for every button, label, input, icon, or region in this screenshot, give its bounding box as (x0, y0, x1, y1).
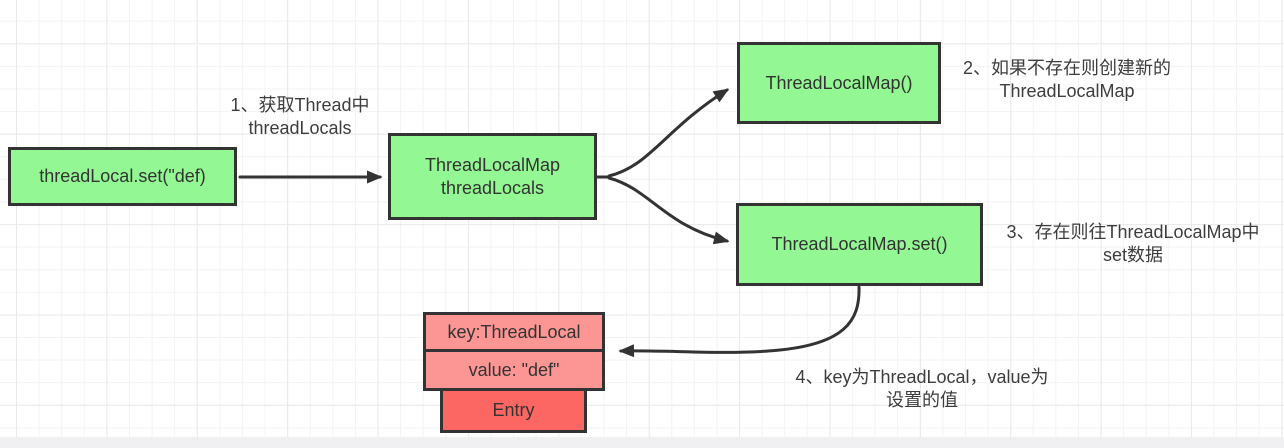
annotation-line1: 1、获取Thread中 (230, 95, 370, 115)
node-label-line1: ThreadLocalMap (424, 154, 561, 175)
node-entry-value: value: "def" (423, 349, 605, 391)
annotation-line2: set数据 (1102, 245, 1163, 265)
arrow-threadlocals-to-set (607, 176, 730, 245)
node-threadlocals: ThreadLocalMap threadLocals (388, 133, 597, 220)
annotation-line2: threadLocals (248, 118, 352, 138)
node-label: Entry (492, 400, 535, 420)
annotation-step4: 4、key为ThreadLocal，value为 设置的值 (772, 366, 1072, 412)
annotation-step3: 3、存在则往ThreadLocalMap中 set数据 (984, 221, 1282, 267)
annotation-step1: 1、获取Thread中 threadLocals (210, 94, 390, 140)
annotation-line1: 4、key为ThreadLocal，value为 (795, 367, 1049, 387)
bottom-strip (0, 437, 1284, 448)
node-label-line2: threadLocals (440, 177, 545, 198)
arrow-set-to-entry (618, 285, 861, 358)
node-label: ThreadLocalMap.set() (771, 234, 948, 254)
annotation-line1: 3、存在则往ThreadLocalMap中 (1006, 222, 1260, 242)
node-entry: Entry (440, 388, 587, 433)
node-threadlocalmap-constructor: ThreadLocalMap() (737, 42, 941, 124)
arrow-threadlocals-to-ctor (607, 88, 730, 178)
annotation-step2: 2、如果不存在则创建新的 ThreadLocalMap (938, 57, 1196, 103)
annotation-line1: 2、如果不存在则创建新的 (962, 58, 1171, 78)
annotation-line2: ThreadLocalMap (999, 81, 1135, 101)
node-label: threadLocal.set("def) (39, 166, 206, 186)
node-threadlocal-set: threadLocal.set("def) (8, 147, 237, 206)
node-threadlocalmap-set: ThreadLocalMap.set() (736, 203, 983, 286)
node-label: key:ThreadLocal (447, 321, 581, 342)
node-entry-key: key:ThreadLocal (423, 312, 605, 352)
annotation-line2: 设置的值 (886, 390, 958, 410)
node-label: value: "def" (468, 359, 560, 380)
node-label: ThreadLocalMap() (765, 72, 913, 93)
